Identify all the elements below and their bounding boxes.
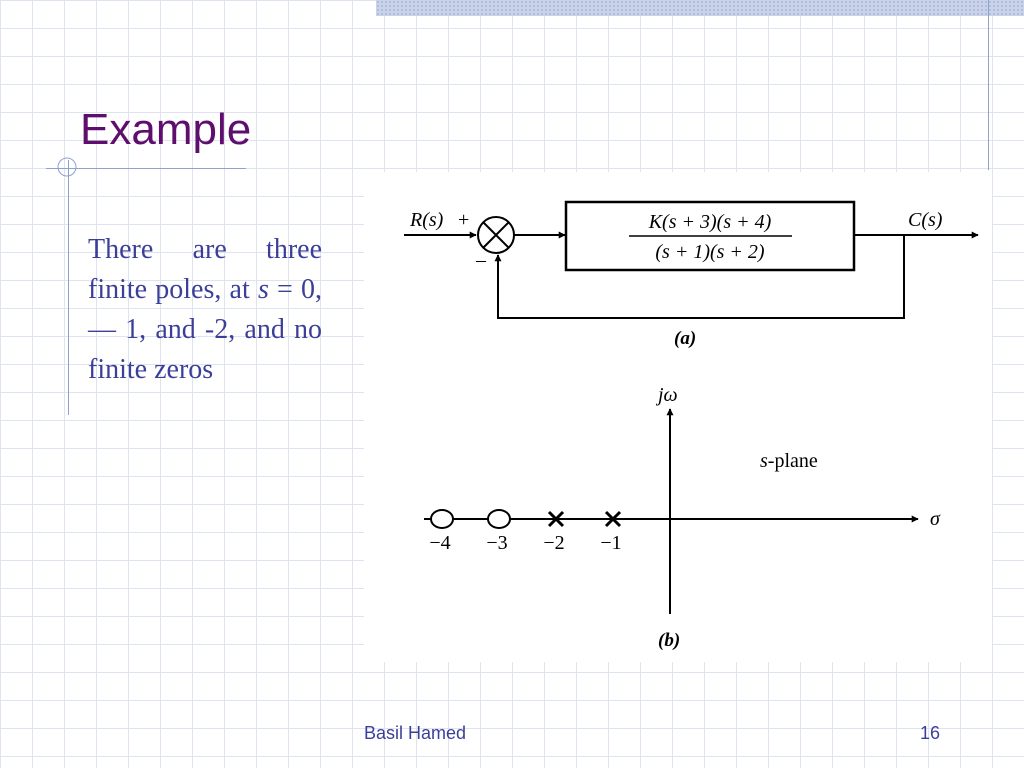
zero-marker [487,509,511,529]
caption-a: (a) [674,328,696,349]
output-label: C(s) [908,209,943,231]
slide-body-text: There are three finite poles, at s = 0, … [88,230,322,390]
tick-label: −3 [486,532,507,554]
tick-label: −4 [429,532,450,554]
plus-sign: + [458,209,469,231]
footer-author: Basil Hamed [363,723,467,743]
tick-label: −2 [543,532,564,554]
caption-b: (b) [658,630,680,651]
input-label: R(s) [409,209,444,231]
plane-label: s-plane [760,450,818,472]
summing-junction [477,216,515,254]
denominator-text: (s + 1)(s + 2) [655,241,765,263]
left-decorative-rule [68,160,69,415]
pole-marker [604,510,622,528]
vertical-axis-label: jω [655,384,678,406]
zero-marker [430,509,454,529]
horizontal-axis-label: σ [930,508,941,530]
body-text-run: There are three finite poles, at [88,234,322,305]
pole-zero-marks: −4 −3 −2 −1 [429,509,622,554]
tick-label: −1 [600,532,621,554]
title-underline-rule [46,168,246,169]
body-text-run: = 0, — 1, and -2, and no finite zeros [88,274,322,385]
minus-sign: – [475,249,487,271]
rule-ornament-icon [57,157,77,177]
right-decorative-rule [988,0,989,170]
slide-title: Example [80,105,252,154]
top-decorative-band [376,0,1024,16]
numerator-text: K(s + 3)(s + 4) [648,211,772,233]
page-number: 16 [919,723,940,743]
body-text-run-italic: s [257,274,269,305]
figure-panel: R(s) + – K(s + 3)(s + 4) (s + 1)(s + 2) … [364,172,992,662]
pole-marker [547,510,565,528]
pole-zero-plot: jω σ s-plane −4 −3 −2 −1 (b) [424,384,941,651]
feedback-path [494,235,905,319]
figure-svg: R(s) + – K(s + 3)(s + 4) (s + 1)(s + 2) … [404,200,979,651]
block-diagram: R(s) + – K(s + 3)(s + 4) (s + 1)(s + 2) … [404,200,979,349]
